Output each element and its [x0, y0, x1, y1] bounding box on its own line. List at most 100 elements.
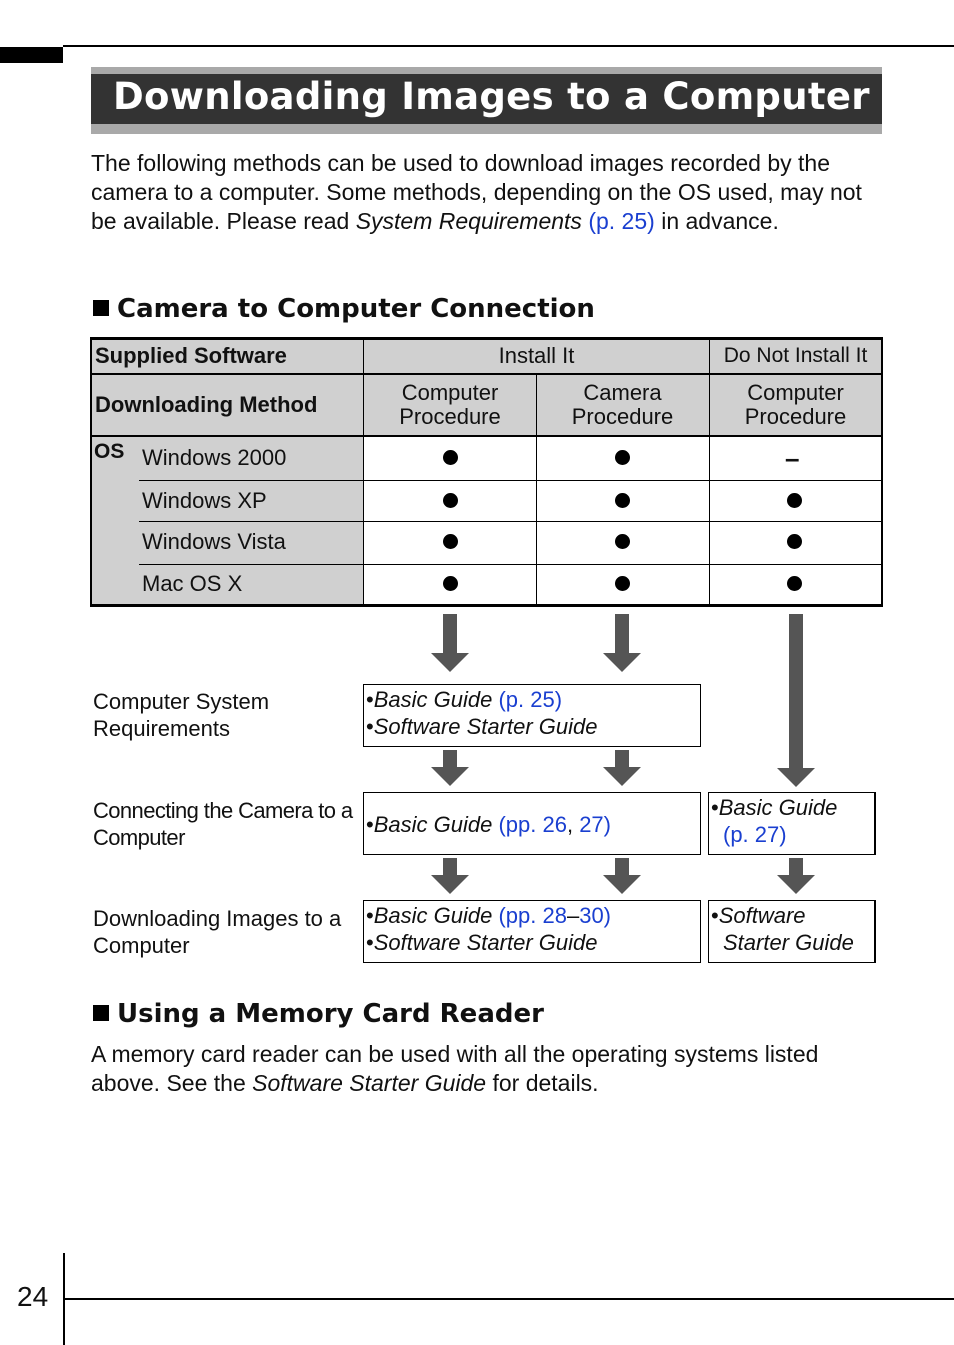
section-heading-text: Camera to Computer Connection [117, 294, 595, 324]
supported-dot-icon [615, 534, 630, 549]
table-divider [363, 337, 364, 607]
os-windows-vista: Windows Vista [142, 529, 286, 554]
table-divider [139, 480, 882, 481]
intro-text: The following methods can be used to dow… [91, 150, 862, 234]
page-link[interactable]: (pp. 26 [498, 811, 567, 837]
bullet: • [366, 903, 374, 928]
os-mac-os-x: Mac OS X [142, 571, 243, 596]
basic-guide-ref: Basic Guide [373, 903, 493, 928]
table-border [90, 337, 883, 340]
bullet: • [366, 811, 374, 837]
connecting-box: •Basic Guide (pp. 26, 27) [363, 792, 701, 855]
supported-dot-icon [443, 534, 458, 549]
intro-paragraph: The following methods can be used to dow… [91, 149, 891, 236]
supported-dot-icon [615, 493, 630, 508]
supported-dot-icon [443, 450, 458, 465]
basic-guide-ref: Basic Guide [373, 811, 493, 837]
downloading-method-label: Downloading Method [95, 392, 318, 417]
bullet: • [366, 687, 374, 712]
basic-guide-ref: Basic Guide [373, 687, 493, 712]
supported-dot-icon [615, 576, 630, 591]
memory-card-text: A memory card reader can be used with al… [91, 1041, 819, 1096]
box-edge [874, 792, 876, 855]
table-border [90, 604, 883, 607]
supported-dot-icon [787, 576, 802, 591]
software-starter-guide-ref: Software Starter Guide [373, 714, 598, 739]
bullet: • [366, 930, 374, 955]
square-bullet-icon [93, 300, 109, 316]
down-arrow-icon [603, 858, 641, 894]
software-starter-guide-ref: Software Starter Guide [373, 930, 598, 955]
flow-label-downloading: Downloading Images to a Computer [93, 906, 342, 958]
top-corner-block [0, 47, 63, 63]
col-camera-procedure: Camera Procedure [571, 380, 674, 429]
section-heading-camera-connection: Camera to Computer Connection [93, 294, 595, 324]
supported-dot-icon [443, 493, 458, 508]
table-divider [536, 374, 537, 606]
software-starter-guide-ref: Software Starter Guide [252, 1070, 487, 1096]
table-border [90, 337, 92, 607]
requirements-box: •Basic Guide (p. 25) •Software Starter G… [363, 684, 701, 747]
down-arrow-icon [431, 858, 469, 894]
supplied-software-label: Supplied Software [95, 343, 287, 368]
table-divider [91, 373, 882, 375]
not-supported-dash: – [785, 443, 800, 473]
table-divider [139, 564, 882, 565]
downloading-box-right: •Software Starter Guide [708, 900, 876, 963]
down-arrow-icon [603, 614, 641, 672]
supported-dot-icon [615, 450, 630, 465]
bullet: • [711, 795, 719, 820]
bullet: • [366, 714, 374, 739]
table-header-bg [91, 338, 882, 436]
bullet: • [711, 903, 719, 928]
range-dash: – [566, 903, 580, 928]
top-rule [63, 45, 954, 47]
down-arrow-icon [777, 614, 815, 787]
table-divider [139, 521, 882, 522]
down-arrow-icon [431, 614, 469, 672]
page-link[interactable]: 27) [579, 811, 611, 837]
footer-rule [63, 1298, 954, 1300]
downloading-box: •Basic Guide (pp. 28–30) •Software Start… [363, 900, 701, 963]
box-edge [874, 900, 876, 963]
section-heading-memory-card: Using a Memory Card Reader [93, 999, 544, 1029]
title-banner-inner [91, 74, 882, 124]
square-bullet-icon [93, 1005, 109, 1021]
software-starter-guide-ref: Software [718, 903, 806, 928]
section-heading-text: Using a Memory Card Reader [117, 999, 544, 1029]
os-windows-xp: Windows XP [142, 488, 267, 513]
flow-label-requirements: Computer System Requirements [93, 689, 270, 741]
down-arrow-icon [777, 858, 815, 894]
supported-dot-icon [787, 534, 802, 549]
intro-page-link[interactable]: (p. 25) [588, 208, 655, 234]
down-arrow-icon [603, 750, 641, 786]
page-link[interactable]: (pp. 28 [498, 903, 567, 928]
do-not-install-header: Do Not Install It [723, 344, 868, 367]
supported-dot-icon [787, 493, 802, 508]
page-number: 24 [17, 1281, 49, 1312]
intro-system-requirements: System Requirements [355, 208, 582, 234]
page-link[interactable]: (p. 27) [723, 822, 787, 847]
software-starter-guide-ref: Starter Guide [723, 930, 854, 955]
table-border [881, 337, 883, 607]
flow-label-connecting: Connecting the Camera to a Computer [93, 798, 353, 850]
install-it-header: Install It [498, 343, 575, 368]
page-link[interactable]: (p. 25) [498, 687, 563, 712]
table-divider [709, 337, 710, 607]
os-windows-2000: Windows 2000 [142, 445, 287, 470]
memory-card-text-end: for details. [486, 1070, 599, 1096]
col-computer-procedure: Computer Procedure [399, 380, 501, 429]
basic-guide-ref: Basic Guide [718, 795, 838, 820]
connecting-box-right: •Basic Guide (p. 27) [708, 792, 876, 855]
table-divider [91, 435, 882, 437]
col-computer-procedure-2: Computer Procedure [744, 380, 847, 429]
memory-card-paragraph: A memory card reader can be used with al… [91, 1040, 891, 1098]
page-link[interactable]: 30) [579, 903, 611, 928]
os-label: OS [94, 440, 125, 463]
separator: , [566, 811, 580, 837]
down-arrow-icon [431, 750, 469, 786]
supported-dot-icon [443, 576, 458, 591]
intro-text-end: in advance. [654, 208, 779, 234]
page-title: Downloading Images to a Computer [113, 75, 870, 118]
